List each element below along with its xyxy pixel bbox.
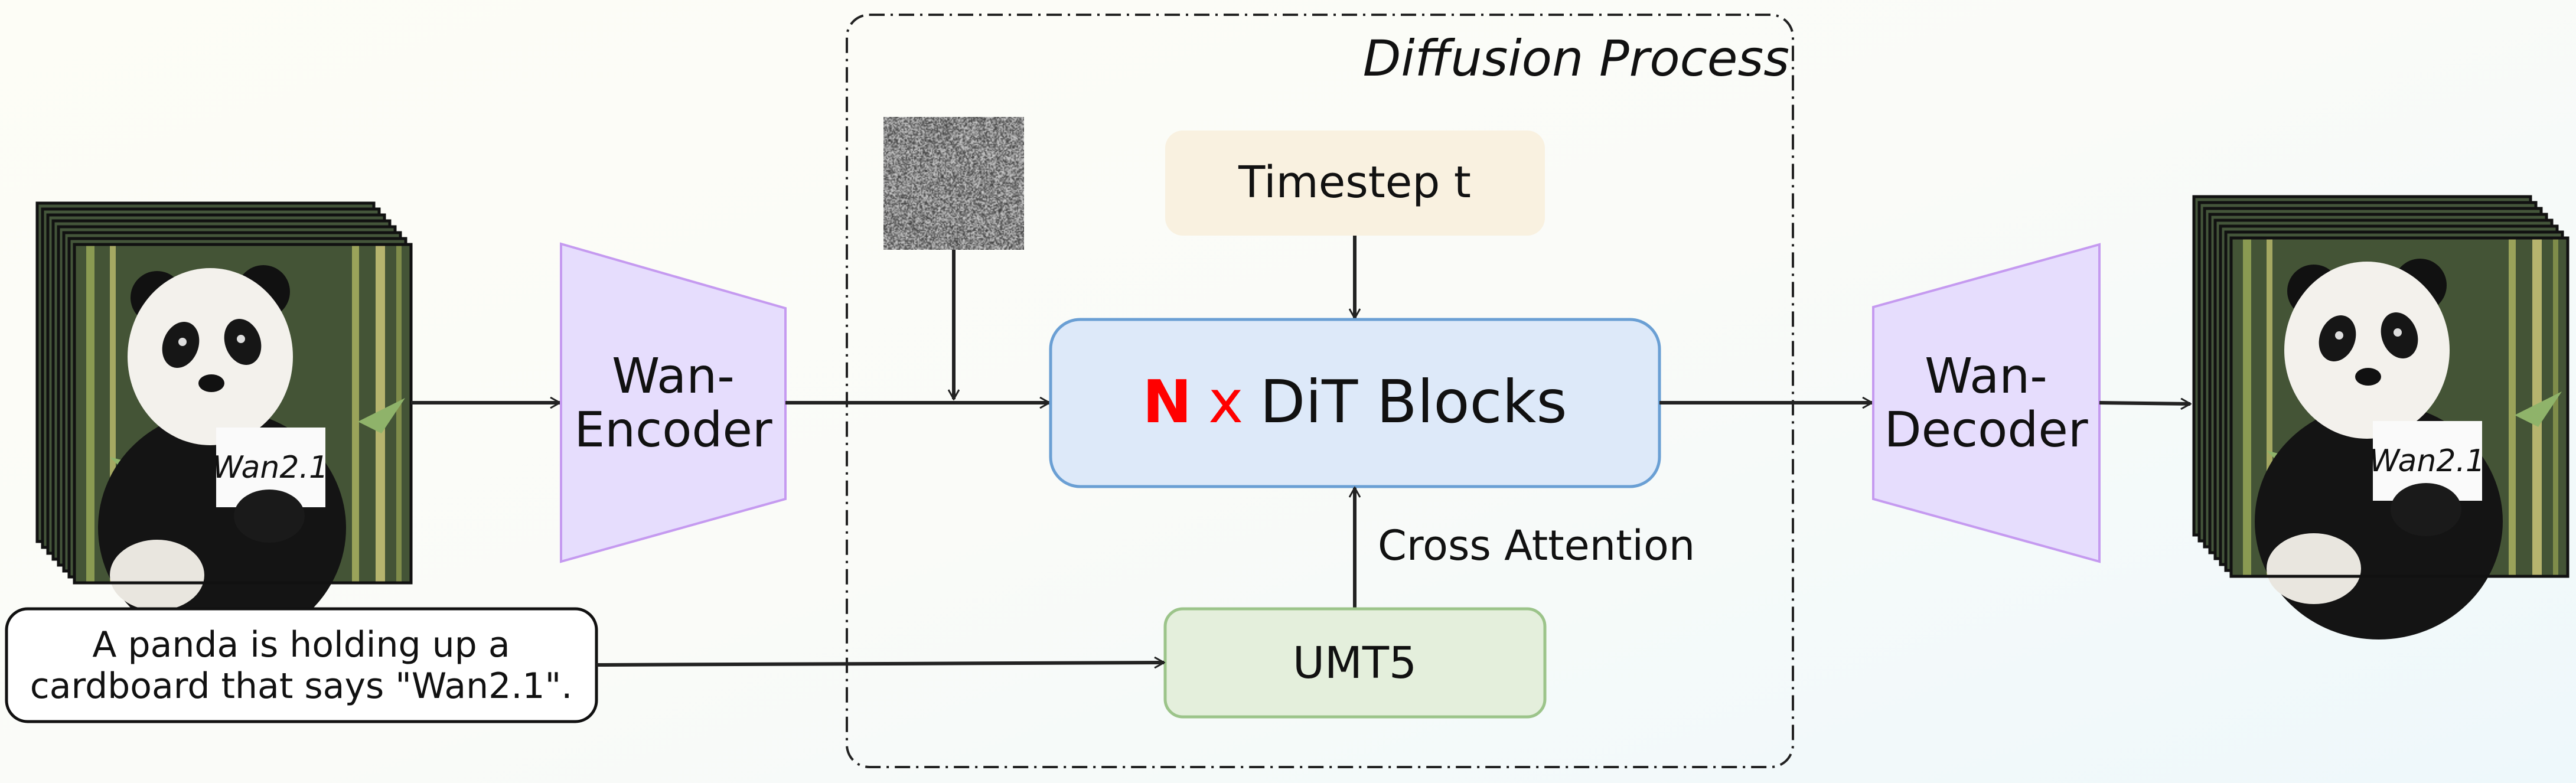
dit-blocks-label: DiT Blocks <box>1260 367 1567 436</box>
noise-image <box>883 117 1024 250</box>
dit-blocks-box: NxDiT Blocks <box>1051 319 1659 487</box>
dit-x-label: x <box>1208 367 1243 436</box>
timestep-label: Timestep t <box>1238 157 1471 208</box>
encoder-label-line2: Encoder <box>574 402 772 458</box>
diffusion-process-title: Diffusion Process <box>1363 30 1789 87</box>
text-prompt-box: A panda is holding up a cardboard that s… <box>6 609 596 722</box>
arrow-decoder-to-frames <box>2099 403 2190 404</box>
prompt-line2: cardboard that says "Wan2.1". <box>30 665 573 707</box>
timestep-box: Timestep t <box>1165 130 1545 236</box>
panda-frame-image <box>74 244 411 646</box>
input-video-frames <box>37 203 411 646</box>
umt5-box: UMT5 <box>1165 609 1545 717</box>
panda-frame-image <box>2231 238 2568 640</box>
wan-decoder: Wan- Decoder <box>1873 244 2099 562</box>
decoder-label-line1: Wan- <box>1925 348 2047 404</box>
input-sign-text: Wan2.1 <box>213 450 328 485</box>
cross-attention-label: Cross Attention <box>1378 521 1695 570</box>
decoder-label-line2: Decoder <box>1884 402 2088 458</box>
arrow-prompt-to-umt5 <box>596 663 1164 665</box>
umt5-label: UMT5 <box>1293 638 1417 689</box>
dit-n-label: N <box>1142 367 1192 436</box>
encoder-label-line1: Wan- <box>612 348 735 404</box>
output-sign-text: Wan2.1 <box>2369 443 2485 479</box>
prompt-line1: A panda is holding up a <box>92 624 510 665</box>
wan-encoder: Wan- Encoder <box>561 244 785 562</box>
output-video-frames <box>2194 197 2568 640</box>
